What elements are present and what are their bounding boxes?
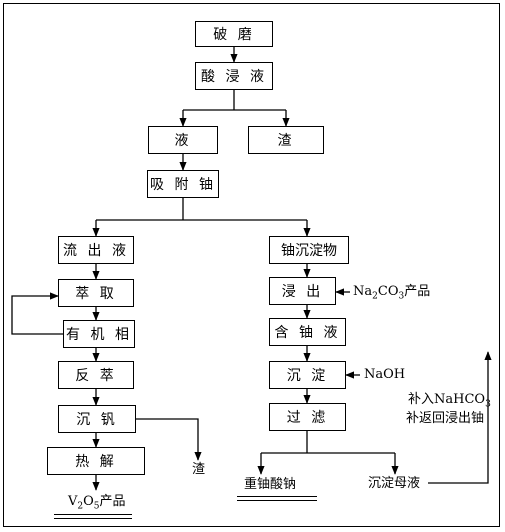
node-eluate: 流 出 液 — [58, 236, 134, 264]
node-extract: 萃 取 — [58, 279, 134, 307]
node-filter: 过 滤 — [269, 403, 346, 431]
v2o5-underline-2 — [54, 518, 132, 519]
label-v2o5-product: V2O5产品 — [68, 494, 126, 512]
label-naoh: NaOH — [364, 367, 406, 382]
diuranate-underline-2 — [237, 500, 317, 501]
node-residue-1: 渣 — [248, 126, 324, 154]
label-residue-2: 渣 — [192, 462, 206, 477]
label-mother-liquor: 沉淀母液 — [368, 476, 421, 491]
node-precipitate: 沉 淀 — [269, 361, 346, 389]
diagram-frame — [3, 3, 500, 527]
node-acid-leach: 酸 浸 液 — [195, 62, 273, 90]
line-mother-liquor-recycle — [428, 351, 492, 484]
label-recycle-line-2: 补返回浸出铀 — [406, 411, 485, 426]
node-grind: 破 磨 — [195, 21, 273, 47]
node-organic-phase: 有 机 相 — [63, 320, 135, 348]
node-strip: 反 萃 — [58, 361, 134, 389]
node-precip-vanadium: 沉 钒 — [58, 405, 136, 433]
label-na2co3-product: Na2CO3产品 — [353, 284, 431, 302]
diuranate-underline-1 — [237, 496, 317, 497]
loop-organic-to-extract — [11, 292, 63, 335]
node-adsorb-uranium: 吸 附 铀 — [147, 170, 219, 198]
node-uranium-precipitate: 铀沉淀物 — [269, 236, 349, 264]
label-ammonium-diuranate: 重铀酸钠 — [244, 477, 297, 492]
line-precip-v-to-residue2 — [136, 418, 202, 461]
label-recycle-line-1: 补入NaHCO3 — [408, 392, 491, 410]
v2o5-underline-1 — [54, 514, 132, 515]
node-leach-out: 浸 出 — [269, 277, 336, 305]
node-liquid: 液 — [148, 126, 218, 154]
node-uranium-solution: 含 铀 液 — [269, 318, 346, 346]
node-pyrolysis: 热 解 — [47, 447, 145, 475]
